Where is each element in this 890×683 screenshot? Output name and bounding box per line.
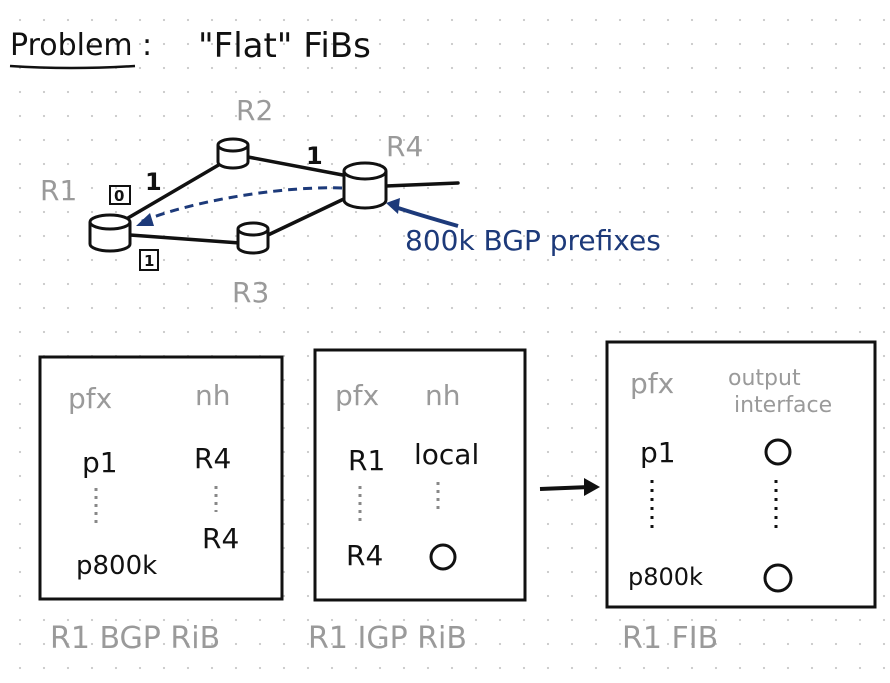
router-r3 xyxy=(236,221,270,255)
link-r4-external xyxy=(384,181,460,188)
title-colon: : xyxy=(142,28,152,63)
router-r1 xyxy=(88,213,132,253)
table-igp-rib: pfx nh R1 local R4 0 R1 IGP RiB xyxy=(308,348,527,656)
igp-header-nexthop: nh xyxy=(425,379,461,412)
bgp-path-dotted xyxy=(139,186,343,224)
link-r2-r4 xyxy=(246,155,350,178)
bgp-header-prefix: pfx xyxy=(68,382,112,415)
port-box-0 xyxy=(109,185,131,205)
igp-header-prefix: pfx xyxy=(335,379,379,412)
title-underline xyxy=(9,64,136,70)
fib-header-interface-2: interface xyxy=(734,393,832,418)
bgp-row-2-nexthop: R4 xyxy=(202,522,239,555)
arrow-to-fib-head xyxy=(584,478,600,496)
port-box-1 xyxy=(139,249,159,271)
igp-caption: R1 IGP RiB xyxy=(308,621,467,656)
label-r4: R4 xyxy=(386,130,423,163)
weight-r1-r2: 1 xyxy=(145,168,162,196)
table-fib: pfx output interface p1 0 p800k 0 R1 FIB xyxy=(605,340,877,656)
fib-row-2-interface-circle xyxy=(763,563,793,593)
title-prefix: Problem xyxy=(10,28,133,63)
fib-header-prefix: pfx xyxy=(630,367,674,400)
weight-r2-r4: 1 xyxy=(306,142,323,170)
arrow-to-fib xyxy=(539,485,591,491)
bgp-header-nexthop: nh xyxy=(195,379,231,412)
fib-row-2-prefix: p800k xyxy=(628,563,703,591)
label-r3: R3 xyxy=(232,276,269,309)
igp-row-1-nexthop: local xyxy=(414,438,479,471)
bgp-caption: R1 BGP RiB xyxy=(50,621,220,656)
link-r1-r2 xyxy=(126,161,224,220)
port-label-1: 1 xyxy=(144,252,154,270)
bgp-row-2-prefix: p800k xyxy=(76,551,157,581)
link-r3-r4 xyxy=(266,195,350,237)
bgp-row-1-nexthop: R4 xyxy=(194,442,231,475)
bgp-arrow xyxy=(391,204,459,228)
router-r2 xyxy=(216,137,250,170)
table-bgp-rib: pfx nh p1 R4 p800k R4 R1 BGP RiB xyxy=(38,355,284,656)
router-r4 xyxy=(342,161,388,210)
igp-row-2-nexthop-circle xyxy=(429,543,457,571)
igp-row-2-prefix: R4 xyxy=(346,539,383,572)
label-r1: R1 xyxy=(40,174,77,207)
bgp-annotation: 800k BGP prefixes xyxy=(405,224,661,257)
bgp-row-1-prefix: p1 xyxy=(82,446,118,479)
igp-row-1-prefix: R1 xyxy=(348,444,385,477)
bgp-path-arrowhead xyxy=(136,213,154,226)
title-main: "Flat" FiBs xyxy=(198,26,371,66)
fib-row-1-interface-circle xyxy=(764,438,792,466)
fib-caption: R1 FIB xyxy=(622,621,718,656)
port-label-0: 0 xyxy=(114,187,124,205)
link-r1-r3 xyxy=(128,233,242,245)
label-r2: R2 xyxy=(236,94,273,127)
title: Problem : "Flat" FiBs xyxy=(9,26,371,70)
topology-links xyxy=(126,155,460,245)
fib-row-1-prefix: p1 xyxy=(640,436,676,469)
bgp-arrow-head xyxy=(386,198,400,214)
fib-header-interface-1: output xyxy=(728,366,801,391)
